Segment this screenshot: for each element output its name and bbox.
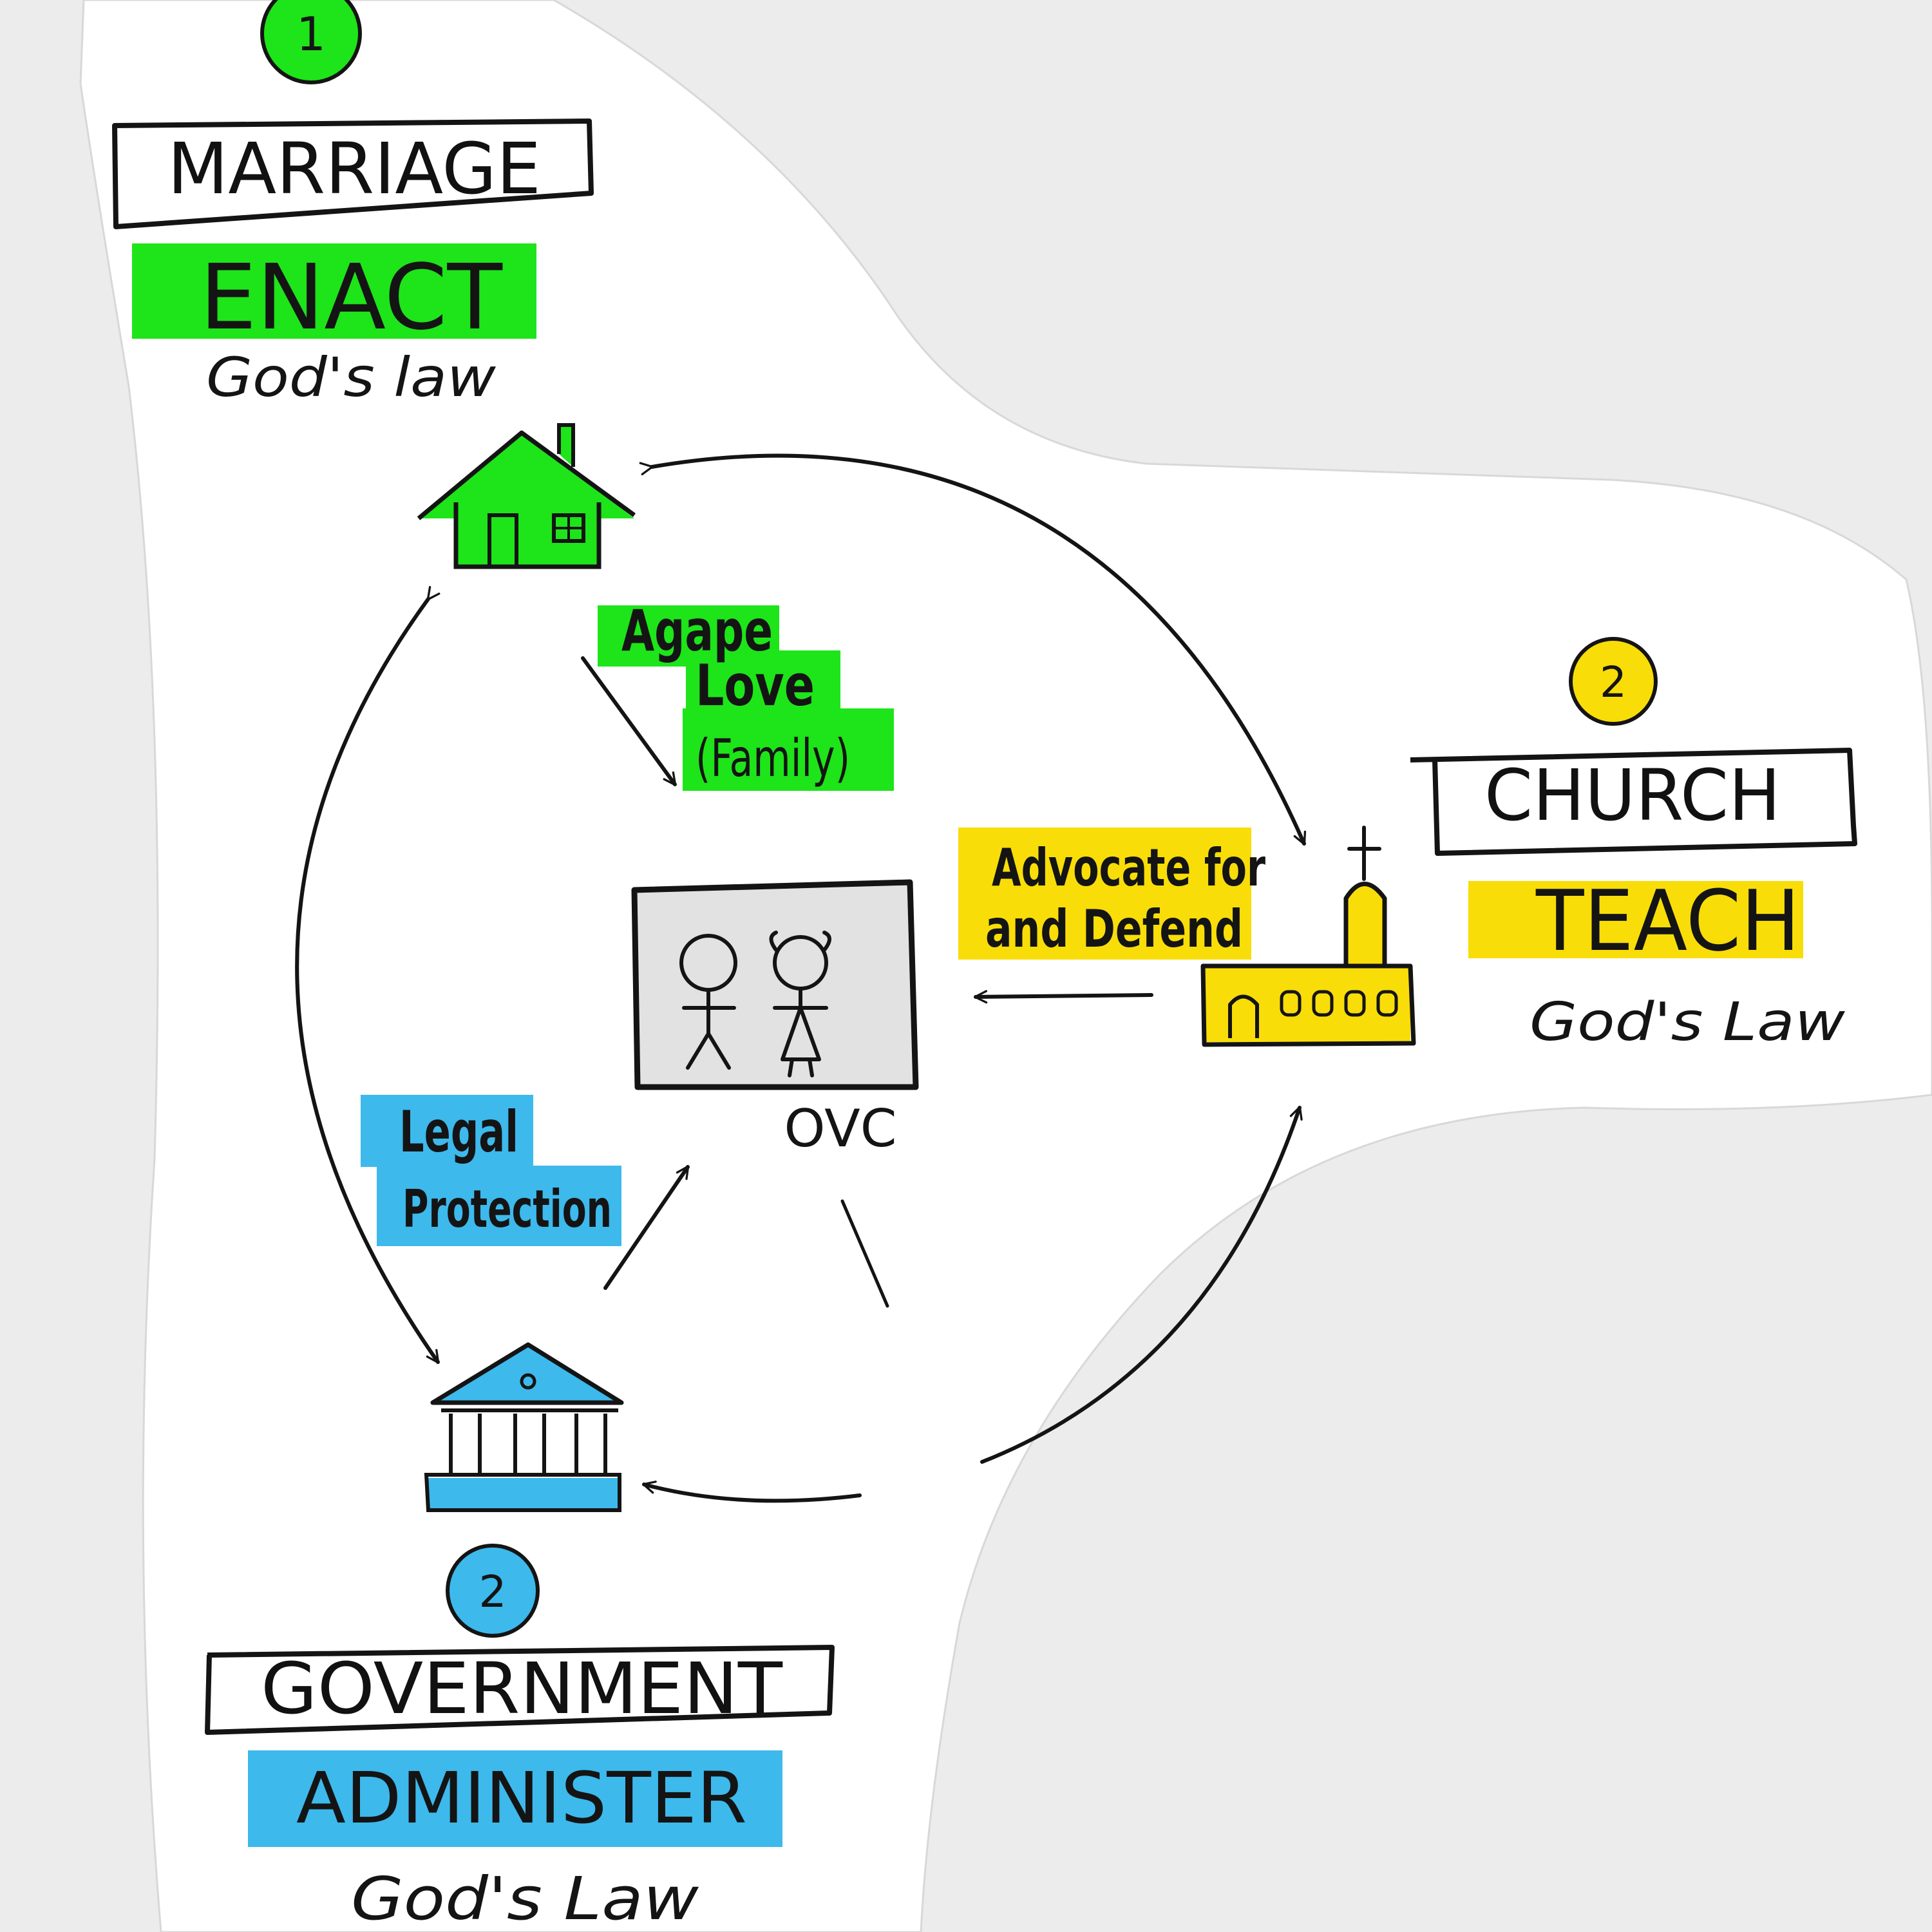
ovc-box xyxy=(631,879,919,1090)
advocate-text-line1: Advocate for xyxy=(992,838,1265,898)
agape-text-line2: Love xyxy=(696,652,815,719)
to-government-arrow xyxy=(642,1481,862,1503)
legal-protection-arrow xyxy=(603,1165,690,1290)
marriage-title-box xyxy=(112,118,594,229)
house-church-arrow xyxy=(639,453,1307,846)
church-title: CHURCH xyxy=(1484,754,1781,837)
marriage-number: 1 xyxy=(296,7,326,61)
marriage-group: 1 MARRIAGE ENACT God's law xyxy=(112,0,594,409)
legal-text-line1: Legal xyxy=(399,1099,518,1165)
government-building-icon xyxy=(424,1342,624,1512)
legal-text-line2: Protection xyxy=(402,1179,612,1239)
marriage-subtitle: God's law xyxy=(206,346,496,409)
children-icon xyxy=(679,931,831,1077)
government-number: 2 xyxy=(478,1567,506,1618)
marriage-action-highlight xyxy=(132,243,536,339)
marriage-action: ENACT xyxy=(200,245,502,350)
agape-text-line3: (Family) xyxy=(696,728,850,788)
church-number: 2 xyxy=(1600,658,1627,707)
ovc-label: OVC xyxy=(784,1099,897,1159)
house-government-arrow xyxy=(295,585,440,1364)
government-subtitle: God's Law xyxy=(351,1864,699,1932)
government-number-badge xyxy=(446,1544,540,1638)
ovc-dash-line xyxy=(840,1199,889,1308)
church-group: 2 CHURCH TEACH God's Law xyxy=(1410,637,1857,1053)
marriage-title: MARRIAGE xyxy=(167,128,541,210)
church-action-highlight xyxy=(1468,881,1803,958)
government-title: GOVERNMENT xyxy=(261,1647,783,1730)
house-icon xyxy=(417,423,636,569)
government-group: 2 GOVERNMENT ADMINISTER God's Law xyxy=(205,1544,835,1932)
church-action: TEACH xyxy=(1535,872,1800,970)
church-number-badge xyxy=(1569,637,1658,726)
church-title-box xyxy=(1410,748,1857,856)
advocate-text-line2: and Defend xyxy=(985,899,1243,959)
government-action: ADMINISTER xyxy=(296,1757,747,1839)
church-subtitle: God's Law xyxy=(1530,992,1846,1053)
advocate-arrow xyxy=(974,990,1153,1004)
government-title-box xyxy=(205,1645,835,1735)
government-action-highlight xyxy=(248,1750,782,1847)
advocate-note: Advocate for and Defend xyxy=(958,828,1265,960)
church-icon xyxy=(1200,826,1416,1047)
marriage-number-badge xyxy=(260,0,362,84)
to-church-arrow xyxy=(980,1106,1303,1464)
